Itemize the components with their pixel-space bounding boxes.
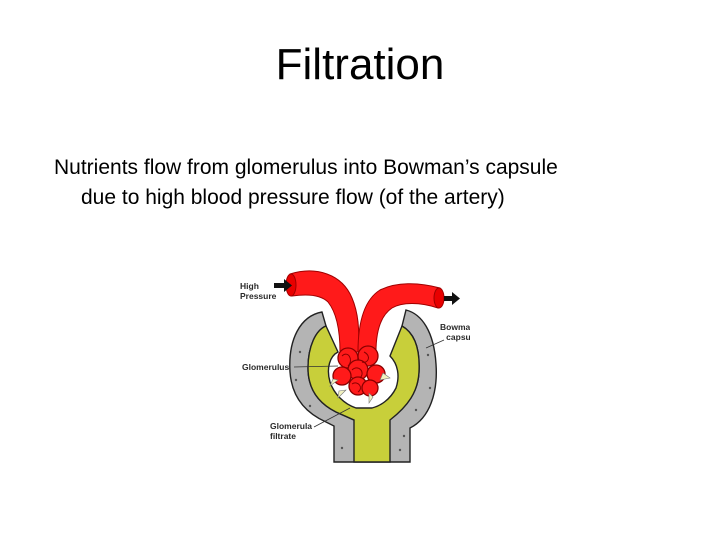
glomerular-filtrate-space [307, 324, 420, 463]
bowmans-leader-line [425, 339, 445, 349]
outlet-opening [433, 287, 445, 309]
body-line-1: Nutrients flow from glomerulus into Bowm… [54, 156, 558, 179]
slide-body-text: Nutrients flow from glomerulus into Bowm… [54, 153, 674, 213]
kidney-filtration-diagram: High Pressure Bowmans capsule Glomerulus… [240, 270, 470, 463]
label-filtrate-line1: Glomerula [270, 421, 312, 431]
filtrate-flow-arrows [329, 372, 391, 404]
slide-title: Filtration [275, 40, 445, 89]
blood-flow-arrow-in [274, 279, 292, 292]
label-glomerulus: Glomerulus [242, 362, 290, 372]
filtrate-leader-line [313, 407, 351, 428]
blood-flow-arrow-out [444, 292, 460, 305]
glomerulus-leader-line [293, 365, 339, 368]
label-filtrate-line2: filtrate [270, 431, 296, 441]
label-bowmans-line1: Bowmans [440, 322, 470, 332]
capsule-speckles [294, 350, 432, 452]
label-high-pressure-line1: High [240, 281, 259, 291]
glomerulus-capillaries [332, 345, 386, 397]
label-bowmans-line2: capsule [446, 332, 470, 342]
label-high-pressure-line2: Pressure [240, 291, 277, 301]
body-line-2: due to high blood pressure flow (of the … [81, 186, 505, 209]
